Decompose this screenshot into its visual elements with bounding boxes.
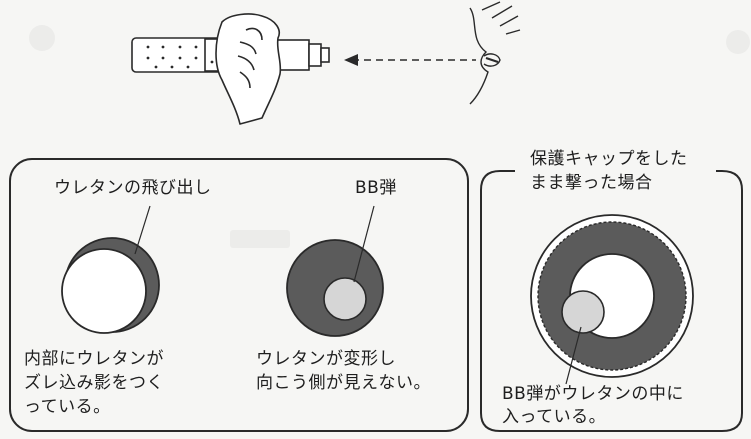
hand-illustration (215, 13, 282, 125)
bb-bullet-diagram (286, 205, 384, 337)
right-panel-box (480, 170, 743, 432)
cap-caption-line-2: 入っている。 (502, 407, 607, 427)
background-watermark (29, 25, 750, 248)
right-caption-line-2: 向こう側が見えない。 (256, 373, 431, 393)
cap-heading-line-1: 保護キャップをした (526, 149, 692, 170)
cap-heading-line-2: まま撃った場合 (530, 173, 653, 193)
right-caption-line-1: ウレタンが変形し (256, 349, 396, 369)
sightline-arrow (344, 54, 476, 66)
cap-caption-line-1: BB弾がウレタンの中に (502, 384, 684, 404)
left-caption-line-3: っている。 (24, 397, 111, 417)
eye-illustration (469, 1, 521, 105)
urethane-protrusion-diagram (61, 205, 160, 334)
cap-shot-diagram (530, 214, 694, 385)
bb-bullet-label: BB弾 (355, 178, 397, 198)
left-panel-box (9, 158, 469, 432)
urethane-protrusion-label: ウレタンの飛び出し (54, 178, 212, 198)
left-caption-line-1: 内部にウレタンが (24, 349, 164, 369)
left-caption-line-2: ズレ込み影をつく (24, 373, 164, 393)
